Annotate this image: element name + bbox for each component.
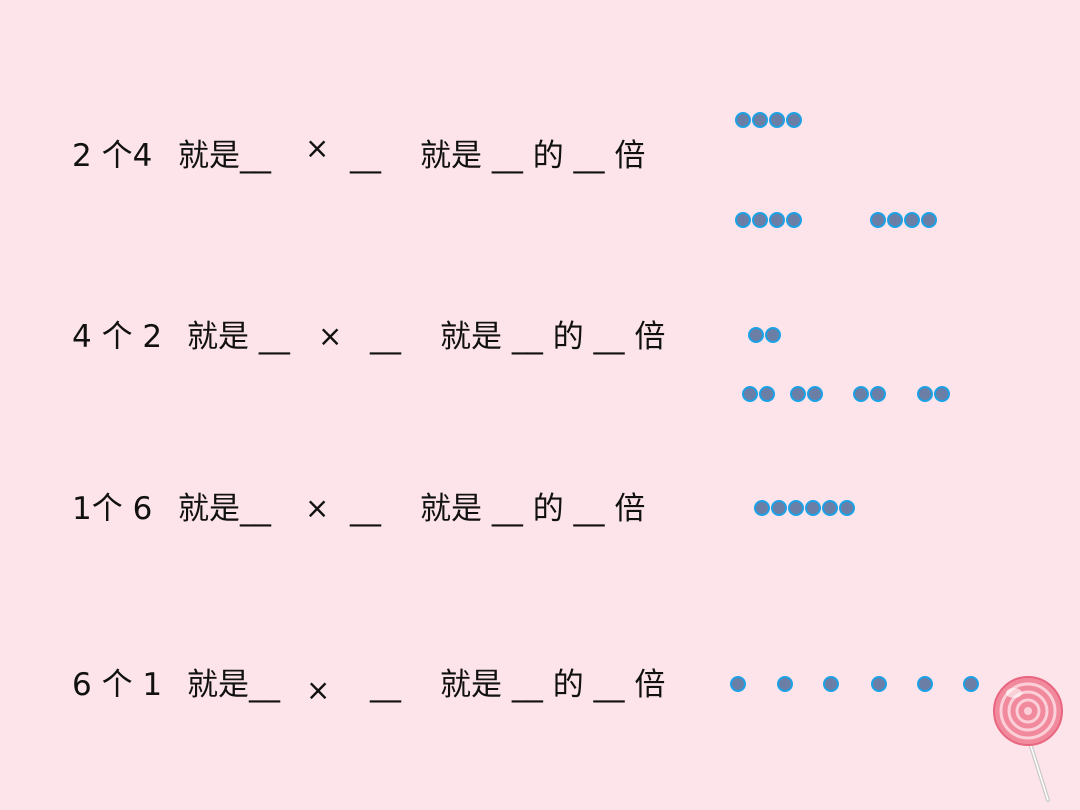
dot-group — [853, 386, 889, 402]
row-1-times: × — [305, 131, 330, 165]
dot — [786, 212, 802, 228]
dot — [790, 386, 806, 402]
dot — [730, 676, 746, 692]
dot — [853, 386, 869, 402]
dot — [870, 386, 886, 402]
dot — [963, 676, 979, 692]
dot-group — [790, 386, 826, 402]
dot-group — [742, 386, 778, 402]
dot — [934, 386, 950, 402]
dot-group — [730, 676, 749, 692]
dot — [769, 112, 785, 128]
dot-group — [963, 676, 982, 692]
dot-group — [870, 212, 940, 228]
dot — [786, 112, 802, 128]
row-1-mid1: 就是__ — [178, 138, 271, 174]
dot — [735, 212, 751, 228]
dot — [870, 212, 886, 228]
dot — [759, 386, 775, 402]
row-2-head: 4 个 2 — [72, 319, 163, 355]
dot — [752, 112, 768, 128]
row-4-mid2: __ — [370, 667, 401, 703]
dot — [887, 212, 903, 228]
dot-group — [735, 112, 805, 128]
dot — [805, 500, 821, 516]
dot — [777, 676, 793, 692]
row-3-times: × — [305, 491, 330, 525]
row-3-head: 1个 6 — [72, 491, 153, 527]
row-3-tail: 就是 __ 的 __ 倍 — [420, 491, 646, 527]
row-3-mid1: 就是__ — [178, 491, 271, 527]
dot — [765, 327, 781, 343]
dot — [742, 386, 758, 402]
dot-group — [754, 500, 858, 516]
row-1-head: 2 个4 — [72, 138, 153, 174]
dot — [752, 212, 768, 228]
row-3-mid2: __ — [350, 491, 381, 527]
dot — [917, 386, 933, 402]
dot — [917, 676, 933, 692]
dot-group — [735, 212, 805, 228]
lollipop-icon — [993, 676, 1063, 802]
dot — [771, 500, 787, 516]
dot-group — [917, 676, 936, 692]
row-2-mid1: 就是 __ — [187, 319, 290, 355]
dot — [904, 212, 920, 228]
row-4-times: × — [306, 673, 331, 707]
dot-group — [871, 676, 890, 692]
row-4-mid1: 就是__ — [187, 667, 280, 703]
dot-group — [777, 676, 796, 692]
dot — [921, 212, 937, 228]
dot — [822, 500, 838, 516]
dot — [788, 500, 804, 516]
row-4-tail: 就是 __ 的 __ 倍 — [440, 667, 666, 703]
row-2-tail: 就是 __ 的 __ 倍 — [440, 319, 666, 355]
row-4-head: 6 个 1 — [72, 667, 163, 703]
dot — [871, 676, 887, 692]
row-2-mid2: __ — [370, 319, 401, 355]
row-2-times: × — [318, 319, 343, 353]
row-1-mid2: __ — [350, 138, 381, 174]
dot — [748, 327, 764, 343]
dot — [754, 500, 770, 516]
dot — [735, 112, 751, 128]
row-1-tail: 就是 __ 的 __ 倍 — [420, 138, 646, 174]
dot-group — [823, 676, 842, 692]
dot — [769, 212, 785, 228]
dot-group — [917, 386, 953, 402]
dot — [823, 676, 839, 692]
dot — [807, 386, 823, 402]
dot — [839, 500, 855, 516]
dot-group — [748, 327, 784, 343]
